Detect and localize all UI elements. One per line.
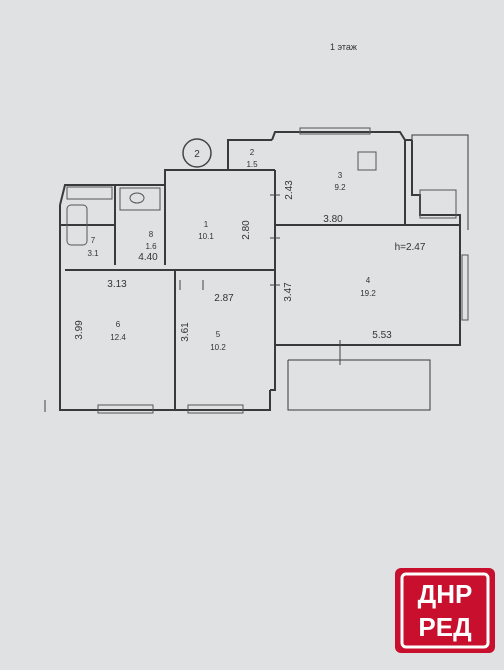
room-4-number: 4 [366,276,371,285]
dimension-4-40: 4.40 [138,252,158,263]
room-3-area: 9.2 [334,183,346,192]
toilet-icon [129,192,145,204]
dimension-3-80: 3.80 [323,214,343,225]
sink-counter [66,186,113,200]
ceiling-height-label: h=2.47 [395,242,426,253]
circle-label: 2 [194,149,200,160]
room-3-number: 3 [338,171,343,180]
walls [59,131,469,411]
logo-line1: ДНР [418,579,473,609]
floor-label: 1 этаж [330,42,357,52]
logo-line2: РЕД [418,612,472,642]
dimension-2-43: 2.43 [284,180,295,200]
room-2-area: 1.5 [246,160,258,169]
circle-marker [182,138,212,168]
stove-icon [357,151,377,171]
room-8-area: 1.6 [145,242,157,251]
balcony-cabinet [419,189,457,219]
dimension-ticks [44,194,341,412]
bathtub [66,204,88,246]
room-1-number: 1 [204,220,209,229]
room-5-area: 10.2 [210,343,226,352]
dimension-2-87: 2.87 [214,293,234,304]
room-7-area: 3.1 [87,249,99,258]
room-6-area: 12.4 [110,333,126,342]
room-5-number: 5 [216,330,221,339]
windows [97,127,469,414]
dimension-5-53: 5.53 [372,330,392,341]
room-7-number: 7 [91,236,96,245]
dnr-red-logo: ДНР РЕД [395,568,495,653]
dimension-3-99: 3.99 [74,320,85,340]
room-2-number: 2 [250,148,255,157]
dimension-3-47: 3.47 [283,282,294,302]
room-1-area: 10.1 [198,232,214,241]
room-4-area: 19.2 [360,289,376,298]
room-8-number: 8 [149,230,154,239]
dimension-3-13: 3.13 [107,279,127,290]
dimension-2-80: 2.80 [241,220,252,240]
toilet-area [119,187,161,211]
room-6-number: 6 [116,320,121,329]
dimension-3-61: 3.61 [180,322,191,342]
fixtures [66,151,457,246]
